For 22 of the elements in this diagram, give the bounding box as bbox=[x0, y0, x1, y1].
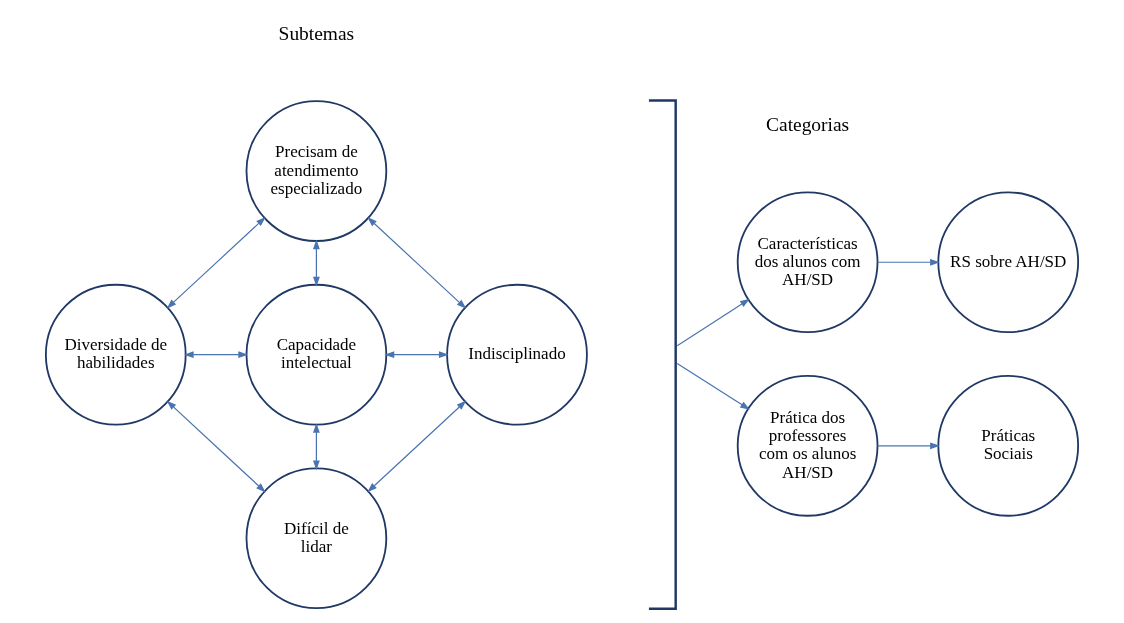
arrow bbox=[166, 216, 266, 309]
node-circle: Capacidade intelectual bbox=[245, 283, 388, 426]
arrow bbox=[876, 258, 940, 266]
label: Subtemas bbox=[278, 22, 355, 44]
arrow bbox=[876, 442, 940, 450]
arrow bbox=[313, 239, 320, 287]
node-circle: Precisam de atendimento especializado bbox=[245, 100, 388, 242]
arrow bbox=[384, 351, 449, 359]
arrow bbox=[676, 362, 750, 410]
arrow bbox=[367, 217, 467, 309]
node-bracket bbox=[648, 99, 677, 610]
arrow bbox=[313, 422, 320, 471]
node-circle: Indisciplinado bbox=[446, 283, 588, 426]
node-circle: Práticas Sociais bbox=[937, 375, 1080, 517]
arrow bbox=[166, 400, 266, 493]
arrow bbox=[676, 298, 750, 347]
node-circle: RS sobre AH/SD bbox=[937, 191, 1080, 334]
node-circle: Diversidade de habilidades bbox=[44, 283, 187, 426]
arrow bbox=[183, 351, 249, 359]
node-circle: Difícil de lidar bbox=[245, 467, 388, 610]
arrow bbox=[367, 400, 467, 493]
label: Categorias bbox=[766, 113, 850, 135]
